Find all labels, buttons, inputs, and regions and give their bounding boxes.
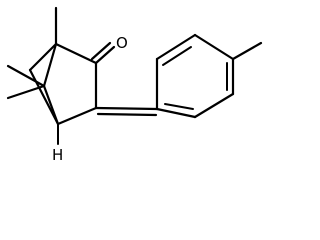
benzylidene-linker [94, 106, 159, 117]
bond-c3-c4 [56, 106, 98, 126]
carbonyl-bond-1 [94, 45, 116, 65]
oxygen-atom-label: O [116, 34, 128, 52]
ring-inner-double-1 [162, 46, 192, 66]
ring-inner-double-3 [164, 103, 194, 110]
bond-bridge-c4 [42, 84, 60, 126]
tolyl-ring [155, 33, 263, 119]
carbonyl-bond-2 [90, 41, 112, 61]
ring-bond-4 [193, 33, 235, 61]
ring-methyl-bond [231, 41, 263, 61]
ring-bond-2 [193, 92, 235, 119]
ring-bond-1 [155, 107, 197, 119]
bond-c6-c5 [28, 68, 60, 126]
carbonyl-group: O [90, 34, 128, 65]
hydrogen-atom-label: H [52, 146, 63, 164]
exocyclic-double-bond-2 [96, 112, 158, 117]
bond-bridge-methyl-lower [6, 84, 46, 100]
bicyclic-core [6, 6, 98, 145]
exocyclic-double-bond-1 [94, 106, 159, 111]
ring-bond-5 [155, 33, 197, 61]
bond-c1-c6 [28, 42, 58, 72]
bond-c1-bridge [42, 42, 58, 88]
bond-bridge-methyl-upper [6, 64, 46, 88]
molecule-structure: O H [6, 6, 263, 164]
bond-c1-c2 [54, 42, 98, 65]
